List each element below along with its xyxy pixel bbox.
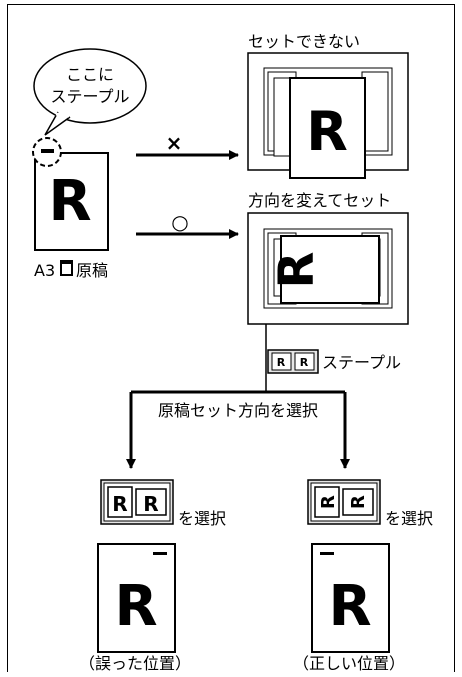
cross-mark: × [166,131,183,155]
svg-text:R: R [300,356,309,369]
svg-text:R: R [277,356,286,369]
right-select-label: を選択 [385,509,433,528]
staple-label: ステープル [322,353,401,372]
original-letter: R [48,169,91,234]
left-staple-mark [153,552,167,555]
left-option: R R を選択 R （誤った位置） [79,479,226,673]
diagram-frame [7,4,455,672]
staple-mark [41,149,54,153]
svg-text:R: R [318,495,339,509]
cannot-set-label: セットできない [248,32,360,51]
callout-line-2: ステープル [50,87,129,106]
staple-here-callout: ここに ステープル [33,48,147,136]
left-letter: R [114,574,157,639]
device-rotated-set: R [247,212,409,325]
left-caption: （誤った位置） [79,654,191,673]
circle-mark: ○ [171,210,188,234]
cannot-set-letter: R [306,100,348,163]
right-staple-mark [320,552,334,555]
svg-text:R: R [112,492,127,516]
rotated-letter: R [269,252,325,289]
right-caption: （正しい位置） [293,654,405,673]
paper-size-label: A3 [34,261,55,280]
arrow-not-possible: × [136,131,239,160]
svg-text:R: R [143,492,158,516]
right-letter: R [328,574,371,639]
right-option: R R を選択 R （正しい位置） [293,479,433,673]
svg-text:R: R [348,495,369,509]
staple-step: R R ステープル [267,349,401,374]
callout-line-1: ここに [66,65,114,84]
original-document: R [32,137,109,251]
device-cannot-set: R [247,52,409,179]
original-label: 原稿 [76,261,108,280]
arrow-change-orientation: ○ [136,210,239,239]
branch-connector: 原稿セット方向を選択 [126,390,350,469]
left-select-label: を選択 [178,509,226,528]
change-orientation-label: 方向を変えてセット [248,191,391,210]
original-caption: A3 原稿 [34,260,108,280]
branch-label: 原稿セット方向を選択 [158,401,318,420]
